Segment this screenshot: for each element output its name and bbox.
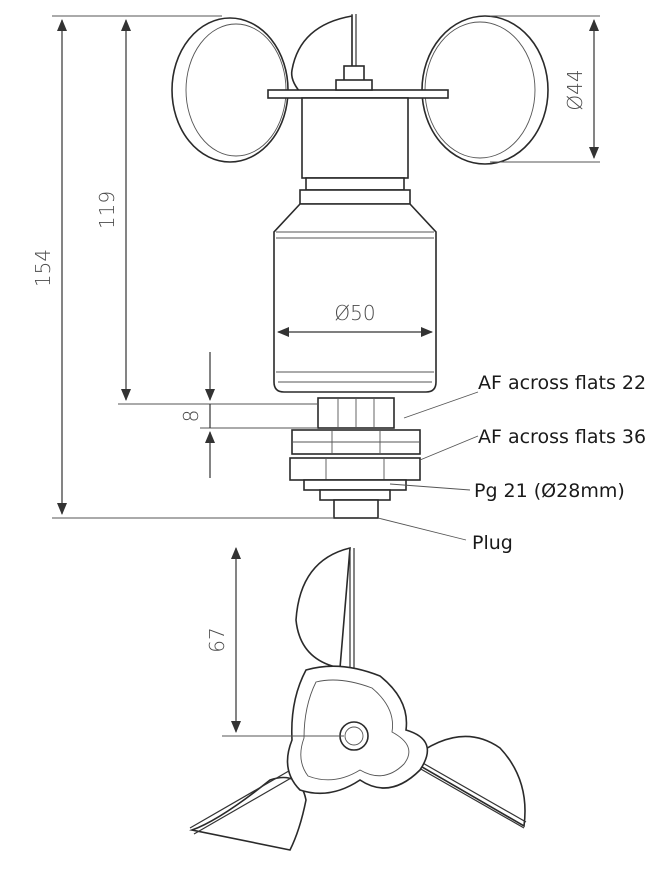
dim-label-67: 67 xyxy=(205,627,229,652)
callout-plug: Plug xyxy=(472,532,513,554)
pg21-flange xyxy=(289,457,421,501)
callout-af36: AF across flats 36 xyxy=(478,426,646,448)
hex-nut-af22 xyxy=(317,397,395,429)
dim-label-44: Ø44 xyxy=(563,69,587,110)
dim-label-119: 119 xyxy=(95,191,119,229)
dim-label-154: 154 xyxy=(31,249,55,287)
callout-pg21: Pg 21 (Ø28mm) xyxy=(474,480,625,502)
hub xyxy=(301,97,409,179)
hex-nut-af36 xyxy=(291,429,421,455)
rotor-cup-top xyxy=(295,546,351,669)
cross-arm xyxy=(267,89,449,99)
dim-label-8: 8 xyxy=(179,410,203,423)
rotor-cup-left xyxy=(189,776,307,851)
rotor-cup-right xyxy=(408,735,526,828)
plug xyxy=(333,499,379,519)
top-view-rotor: 67 xyxy=(189,546,527,851)
housing xyxy=(273,203,437,393)
side-view: 154 119 Ø44 Ø50 8 AF across flats 22 AF … xyxy=(31,14,646,554)
callout-af22: AF across flats 22 xyxy=(478,372,646,394)
dim-label-50: Ø50 xyxy=(334,301,375,325)
